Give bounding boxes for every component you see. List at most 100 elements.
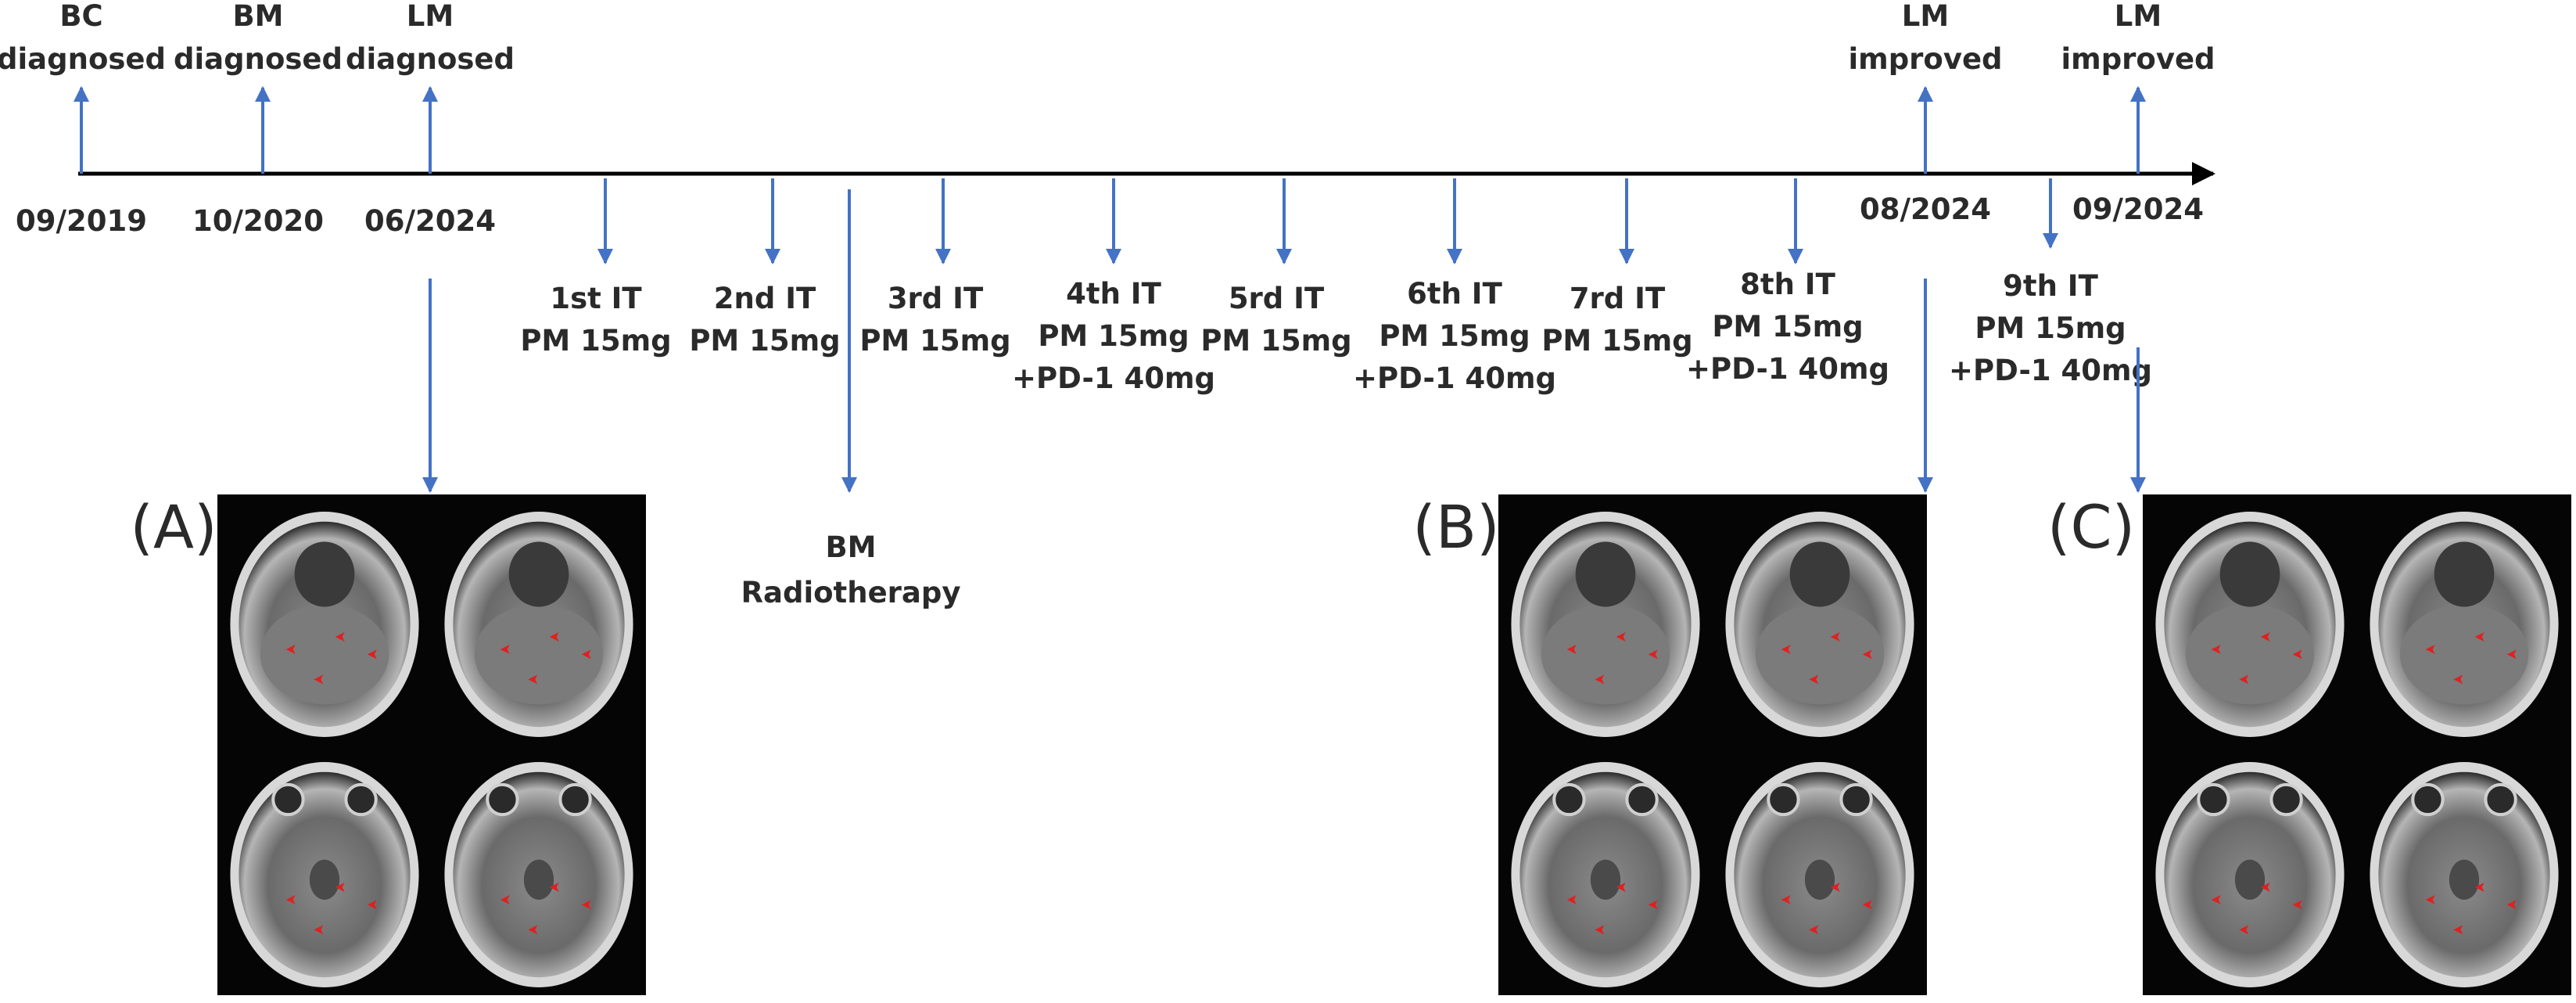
orbit — [2484, 782, 2517, 817]
mri-slice — [230, 762, 419, 987]
mri-slice — [2155, 512, 2345, 737]
treatment-label-line: PM 15mg — [1541, 324, 1692, 358]
sinus — [1575, 541, 1636, 607]
treatment-it5: 5rd IT PM 15mg — [1200, 178, 1352, 358]
orbit — [1767, 782, 1800, 817]
mri-slice — [230, 512, 419, 737]
sinus — [2434, 541, 2495, 607]
mri-slice — [1511, 512, 1700, 737]
lesion-marker — [314, 925, 324, 935]
sinus — [2219, 541, 2280, 607]
treatment-label-line: 2nd IT — [714, 282, 816, 315]
orbit — [1625, 782, 1659, 817]
lesion-marker — [1566, 895, 1577, 904]
treatment-it1: 1st IT PM 15mg — [520, 178, 672, 358]
mri-slice — [2370, 762, 2559, 987]
orbit — [2269, 782, 2303, 817]
top-event-lm: LM diagnosed 06/2024 — [346, 0, 515, 238]
event-date: 06/2024 — [364, 204, 496, 238]
treatment-label-line: 8th IT — [1740, 268, 1835, 301]
orbit — [271, 782, 305, 817]
treatment-label-line: 7rd IT — [1570, 282, 1666, 315]
treatment-label-line: +PD-1 40mg — [1949, 354, 2152, 387]
treatment-label-line: PM 15mg — [859, 324, 1010, 358]
cerebellum — [1541, 604, 1670, 705]
treatment-label-line: 6th IT — [1407, 277, 1502, 311]
cerebellum — [1755, 604, 1885, 705]
lesion-marker — [1809, 925, 1819, 935]
event-label-line2: improved — [2061, 42, 2215, 76]
lesion-marker — [581, 649, 591, 660]
lesion-marker — [1648, 900, 1658, 910]
treatment-label-line: PM 15mg — [1038, 319, 1189, 353]
lesion-marker — [2239, 925, 2249, 935]
lesion-marker — [528, 925, 538, 935]
event-date: 09/2024 — [2072, 192, 2204, 226]
sinus — [294, 541, 355, 607]
panel-label-b: (B) — [1412, 492, 1499, 562]
treatment-it3: 3rd IT PM 15mg — [859, 178, 1011, 358]
lesion-marker — [1616, 632, 1626, 642]
lesion-marker — [2474, 632, 2485, 642]
treatment-label-line: 5rd IT — [1229, 282, 1325, 315]
cerebellum — [474, 604, 604, 705]
lesion-marker — [367, 649, 377, 660]
lesion-marker — [549, 632, 559, 642]
treatment-it7: 7rd IT PM 15mg — [1541, 178, 1693, 358]
event-label-line2: diagnosed — [0, 42, 166, 76]
radiotherapy-label-line1: BM — [825, 530, 876, 564]
event-label-line1: LM — [2115, 0, 2162, 33]
treatment-label-line: PM 15mg — [689, 324, 840, 358]
mri-slice — [1725, 762, 1914, 987]
lesion-marker — [1830, 632, 1840, 642]
orbit — [344, 782, 378, 817]
treatment-label-line: PM 15mg — [520, 324, 671, 358]
lesion-marker — [2260, 632, 2270, 642]
lesion-marker — [1648, 649, 1658, 660]
lesion-marker — [1830, 883, 1840, 892]
orbit — [1839, 782, 1873, 817]
panel-label-a: (A) — [130, 492, 217, 562]
cerebellum — [2399, 604, 2529, 705]
top-event-bc: BC diagnosed 09/2019 — [0, 0, 166, 238]
top-event-lm-improved-2: LM improved 09/2024 — [2061, 0, 2215, 226]
lesion-marker — [1862, 900, 1872, 910]
lesion-marker — [549, 883, 559, 892]
brainstem — [2449, 859, 2480, 900]
lesion-marker — [2474, 883, 2485, 892]
lesion-marker — [2425, 645, 2435, 654]
event-label-line2: improved — [1848, 42, 2002, 76]
lesion-marker — [1616, 883, 1626, 892]
treatment-it6: 6th IT PM 15mg +PD-1 40mg — [1353, 178, 1556, 395]
treatment-label-line: +PD-1 40mg — [1686, 352, 1889, 386]
event-label-line1: BC — [59, 0, 102, 33]
mri-panel-c — [2143, 494, 2571, 995]
lesion-marker — [2425, 895, 2435, 904]
mri-panel-a — [217, 494, 646, 995]
lesion-marker — [285, 895, 296, 904]
lesion-marker — [2239, 674, 2249, 685]
lesion-marker — [581, 900, 591, 910]
cerebellum — [2185, 604, 2315, 705]
lesion-marker — [1595, 674, 1605, 685]
lesion-marker — [314, 674, 324, 685]
lesion-marker — [2211, 645, 2221, 654]
orbit — [558, 782, 592, 817]
top-event-bm: BM diagnosed 10/2020 — [174, 0, 343, 238]
treatment-label-line: PM 15mg — [1712, 310, 1863, 343]
mri-slice — [2155, 762, 2345, 987]
lesion-marker — [2506, 649, 2517, 660]
event-label-line1: BM — [232, 0, 283, 33]
lesion-marker — [2453, 674, 2463, 685]
mri-slice — [444, 512, 633, 737]
orbit — [1552, 782, 1586, 817]
event-label-line2: diagnosed — [346, 42, 515, 76]
orbit — [2197, 782, 2230, 817]
lesion-marker — [335, 883, 345, 892]
lesion-marker — [528, 674, 538, 685]
treatment-label-line: 3rd IT — [888, 282, 984, 315]
lesion-marker — [2506, 900, 2517, 910]
mri-slice — [1725, 512, 1914, 737]
